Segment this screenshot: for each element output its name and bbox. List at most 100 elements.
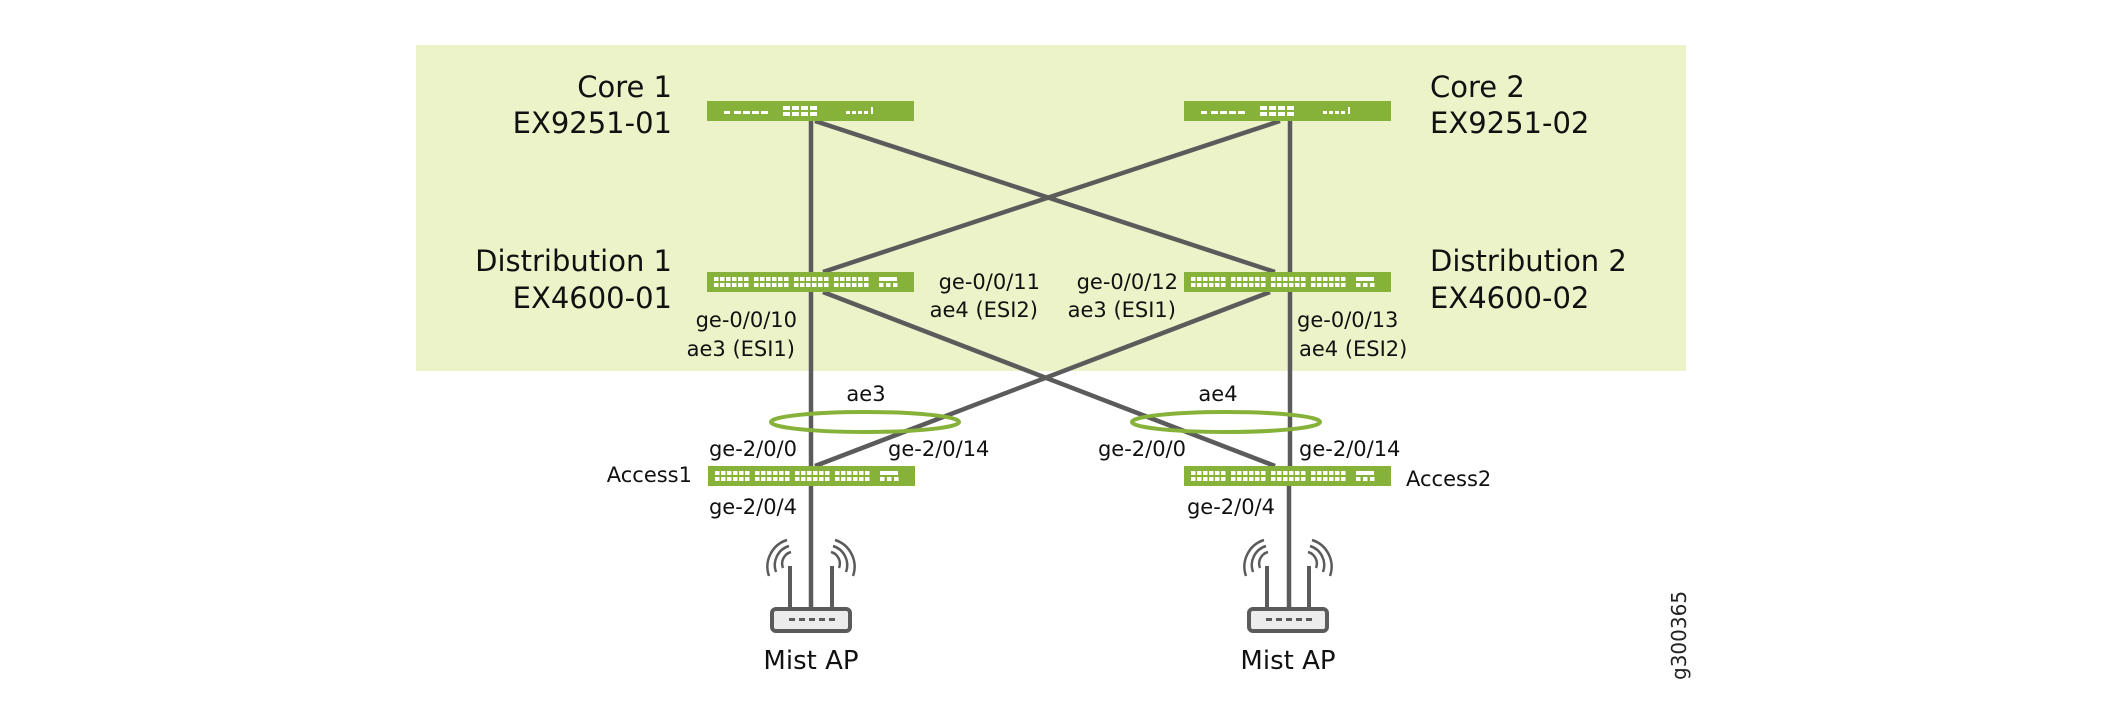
links — [808, 118, 1293, 609]
port-cell — [1341, 277, 1346, 281]
status-led — [864, 111, 868, 114]
port-cell — [801, 477, 806, 481]
port-cell — [825, 477, 830, 481]
status-led — [1341, 111, 1345, 114]
port-cell — [1277, 477, 1282, 481]
port-cell — [864, 277, 869, 281]
port-cell — [1329, 477, 1334, 481]
port-cell — [779, 477, 784, 481]
ap2-name: Mist AP — [1240, 646, 1335, 676]
port-cell — [1278, 112, 1285, 116]
port-cell — [733, 471, 738, 475]
port-cell — [864, 283, 869, 287]
port-cell — [1335, 471, 1340, 475]
port-cell — [792, 106, 799, 110]
port-cell — [858, 277, 863, 281]
port-cell — [834, 277, 839, 281]
port-cell — [1341, 477, 1346, 481]
port-cell — [727, 471, 732, 475]
port-cell — [1197, 277, 1202, 281]
status-led — [1323, 111, 1327, 114]
port-cell — [1323, 471, 1328, 475]
port-cell — [1295, 277, 1300, 281]
port-cell — [1271, 471, 1276, 475]
dist1-down-lag: ae3 (ESI1) — [687, 337, 795, 361]
port-cell — [738, 283, 743, 287]
port-cell — [812, 277, 817, 281]
access2-switch-icon[interactable] — [1184, 466, 1391, 486]
port-cell — [852, 283, 857, 287]
status-led — [858, 111, 862, 114]
port-cell — [1231, 477, 1236, 481]
port-cell — [1221, 277, 1226, 281]
port-cell — [835, 471, 840, 475]
port-cell — [1237, 471, 1242, 475]
port-cell — [1271, 277, 1276, 281]
port-cell — [739, 477, 744, 481]
port-cell — [1231, 471, 1236, 475]
ap1-icon[interactable] — [766, 538, 856, 633]
dist2-down-port: ge-0/0/13 — [1297, 308, 1398, 332]
port-cell — [1215, 471, 1220, 475]
port-cell — [1271, 283, 1276, 287]
wifi-waves-left-icon — [766, 538, 792, 577]
port-cell — [767, 471, 772, 475]
dist2-cross-port: ge-0/0/12 — [1077, 270, 1178, 294]
status-bar — [871, 107, 873, 114]
status-led — [846, 111, 850, 114]
core2-model: EX9251-02 — [1430, 106, 1589, 140]
access1-down-port: ge-2/0/4 — [709, 495, 797, 519]
port-cell — [1301, 283, 1306, 287]
port-cell — [1295, 283, 1300, 287]
core2-switch-icon[interactable] — [1184, 101, 1391, 121]
port-cell — [1203, 471, 1208, 475]
dist2-switch-icon[interactable] — [1184, 272, 1391, 292]
port-cell — [784, 283, 789, 287]
port-cell — [1295, 471, 1300, 475]
ap2-icon[interactable] — [1243, 538, 1333, 633]
port-cell — [779, 471, 784, 475]
dist1-model: EX4600-01 — [513, 281, 672, 315]
status-led — [852, 111, 856, 114]
access1-switch-icon[interactable] — [708, 466, 915, 486]
port-cell — [1221, 477, 1226, 481]
port-cell — [818, 283, 823, 287]
port-cell — [1209, 277, 1214, 281]
port-cell — [847, 471, 852, 475]
status-led — [1335, 111, 1339, 114]
port-cell — [1269, 112, 1276, 116]
port-cell — [1249, 477, 1254, 481]
port-cell — [1287, 112, 1294, 116]
port-cell — [1301, 277, 1306, 281]
port-cell — [847, 477, 852, 481]
port-cell — [806, 283, 811, 287]
port-cell — [739, 471, 744, 475]
port-cell — [1311, 477, 1316, 481]
port-cell — [1329, 283, 1334, 287]
port-cell — [1311, 277, 1316, 281]
uplink-port — [894, 477, 899, 481]
port-cell — [720, 277, 725, 281]
uplink-port — [1370, 477, 1375, 481]
port-cell — [1203, 277, 1208, 281]
core1-switch-icon[interactable] — [707, 101, 914, 121]
port-cell — [1317, 471, 1322, 475]
port-cell — [761, 471, 766, 475]
port-cell — [792, 112, 799, 116]
port-cell — [743, 111, 750, 114]
port-cell — [801, 106, 808, 110]
port-cell — [1301, 471, 1306, 475]
port-cell — [784, 277, 789, 281]
dist1-switch-icon[interactable] — [707, 272, 914, 292]
port-cell — [1191, 471, 1196, 475]
port-cell — [1317, 277, 1322, 281]
port-cell — [1215, 277, 1220, 281]
port-cell — [801, 112, 808, 116]
port-cell — [841, 471, 846, 475]
port-cell — [1249, 471, 1254, 475]
port-cell — [766, 277, 771, 281]
port-cell — [853, 477, 858, 481]
core1-name: Core 1 — [577, 70, 672, 104]
ap-leds — [789, 618, 835, 621]
port-cell — [760, 277, 765, 281]
